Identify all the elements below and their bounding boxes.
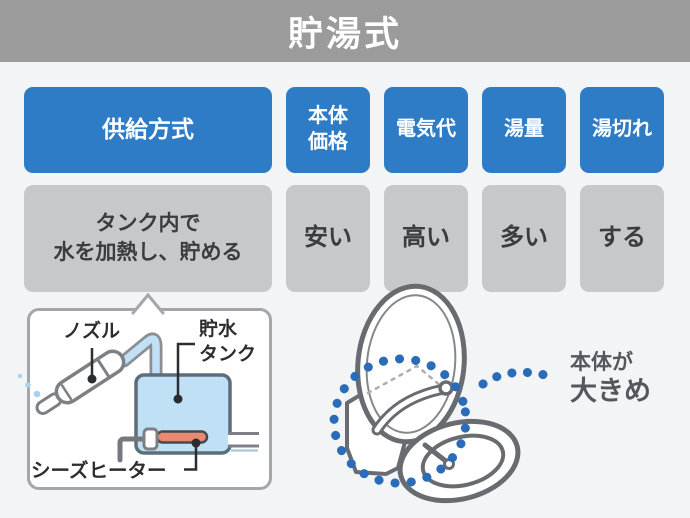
value-body-price: 安い xyxy=(286,185,370,292)
value-hot-water-runout: する xyxy=(580,185,664,292)
dotted-circle-highlight xyxy=(329,354,558,488)
hidden-tank-dashed-line xyxy=(366,364,443,395)
header-body-price: 本体 価格 xyxy=(286,87,370,173)
header-hot-water-amount: 湯量 xyxy=(482,87,566,173)
header-hot-water-runout: 湯切れ xyxy=(580,87,664,173)
page-title: 貯湯式 xyxy=(287,14,402,54)
title-bar: 貯湯式 xyxy=(0,0,690,62)
header-electricity-cost: 電気代 xyxy=(384,87,468,173)
toilet-unit-illustration xyxy=(345,283,521,504)
body-size-note-line2: 大きめ xyxy=(570,376,651,406)
body-size-note: 本体が 大きめ xyxy=(570,352,651,405)
header-supply-method: 供給方式 xyxy=(24,87,272,173)
nozzle-label: ノズル xyxy=(63,321,121,342)
value-hot-water-amount: 多い xyxy=(482,185,566,292)
value-supply-method: タンク内で 水を加熱し、貯める xyxy=(24,185,272,292)
tank-label: 貯水 タンク xyxy=(199,319,257,366)
value-electricity-cost: 高い xyxy=(384,185,468,292)
dotted-trail-icon xyxy=(478,367,558,389)
body-size-note-line1: 本体が xyxy=(570,351,633,374)
heater-label: シーズヒーター xyxy=(31,460,167,482)
